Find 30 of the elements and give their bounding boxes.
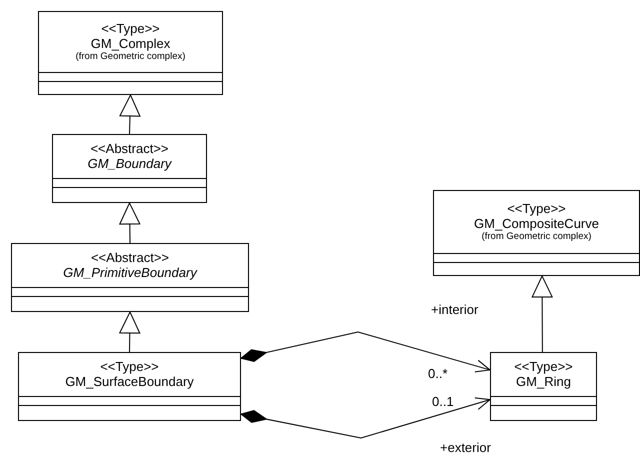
class-name: GM_PrimitiveBoundary [63,265,197,280]
class-box [433,190,640,276]
class-box [18,352,241,421]
stereotype-label: <<Type>> [100,359,159,374]
multiplicity-label: 0..1 [432,394,454,409]
class-name: GM_Complex [90,36,170,51]
multiplicity-label: 0..* [428,366,448,381]
stereotype-label: <<Abstract>> [90,141,169,156]
stereotype-label: <<Abstract>> [90,250,170,266]
composition-arrow [240,331,490,372]
class-box [11,243,249,312]
generalization-arrow [119,202,140,244]
stereotype-label: <<Type>> [507,200,566,216]
stereotype-label: <<Type>> [101,20,160,36]
role-label: +interior [431,302,478,317]
class-box [490,352,597,421]
composition-arrow [240,397,490,439]
class-name: GM_Boundary [88,156,172,172]
class-box [52,134,207,203]
package-note: (from Geometric complex) [482,230,592,243]
generalization-arrow [119,312,140,352]
class-name: GM_SurfaceBoundary [65,374,194,390]
class-box [38,11,223,95]
stereotype-label: <<Type>> [514,359,573,374]
role-label: +exterior [440,440,491,455]
package-note: (from Geometric complex) [76,50,186,63]
generalization-arrow [532,276,553,352]
class-name: GM_CompositeCurve [474,216,599,231]
class-name: GM_Ring [516,374,571,390]
generalization-arrow [119,94,140,134]
